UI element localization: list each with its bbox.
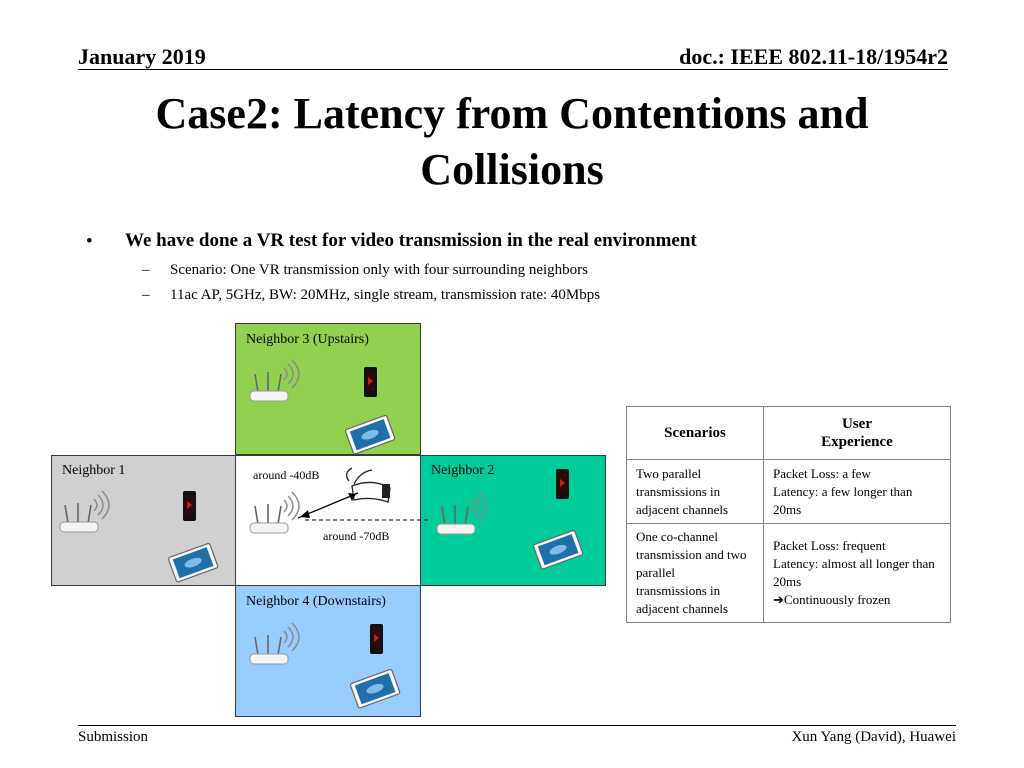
header-doc-id: doc.: IEEE 802.11-18/1954r2 [679,44,948,69]
phone-icon [364,367,377,397]
router-icon [249,491,300,534]
phone-icon [183,491,196,521]
sub-bullet-config: 11ac AP, 5GHz, BW: 20MHz, single stream,… [170,287,601,303]
table-cell-experience: Packet Loss: a few Latency: a few longer… [763,459,951,524]
router-icon [249,359,300,402]
tablet-icon [167,542,219,584]
router-icon [249,622,300,665]
slide-title: Case2: Latency from Contentions and Coll… [155,89,869,194]
tablet-icon [532,529,584,571]
phone-icon [370,624,383,654]
zone-label-neighbor-3: Neighbor 3 (Upstairs) [246,332,369,347]
table-cell-scenario: Two parallel transmissions in adjacent c… [626,459,764,524]
footer-divider [78,725,956,726]
table-header-row: Scenarios User Experience [626,406,951,460]
router-icon [436,492,487,535]
router-icon [59,490,110,533]
bullet-marker: • [86,231,93,252]
footer-author: Xun Yang (David), Huawei [791,729,956,745]
arrow-icon: ➔ [773,592,784,607]
tablet-icon [349,668,401,710]
zone-label-neighbor-1: Neighbor 1 [62,463,126,478]
header-divider [78,69,948,70]
zone-label-neighbor-4: Neighbor 4 (Downstairs) [246,594,386,609]
table-row: One co-channel transmission and two para… [626,523,951,623]
header-date: January 2019 [78,44,206,69]
table-header-user-experience: User Experience [763,406,951,460]
zone-neighbor-2: Neighbor 2 [420,455,606,586]
footer-submission: Submission [78,729,149,745]
table-header-scenarios: Scenarios [626,406,764,460]
vr-headset-icon [345,467,391,503]
sub-bullet-dash: – [142,262,150,278]
bullet-main: We have done a VR test for video transmi… [125,230,697,251]
table-cell-scenario: One co-channel transmission and two para… [626,523,764,623]
sub-bullet-scenario: Scenario: One VR transmission only with … [170,262,589,278]
scenario-table: Scenarios User Experience Two parallel t… [626,406,951,623]
annotation-neighbor-signal: around -70dB [323,529,390,543]
table-cell-experience: Packet Loss: frequent Latency: almost al… [763,523,951,623]
zone-label-neighbor-2: Neighbor 2 [431,463,495,478]
annotation-vr-signal: around -40dB [253,468,320,482]
table-row: Two parallel transmissions in adjacent c… [626,459,951,524]
tablet-icon [344,414,396,456]
sub-bullet-dash: – [142,287,150,303]
phone-icon [556,469,569,499]
